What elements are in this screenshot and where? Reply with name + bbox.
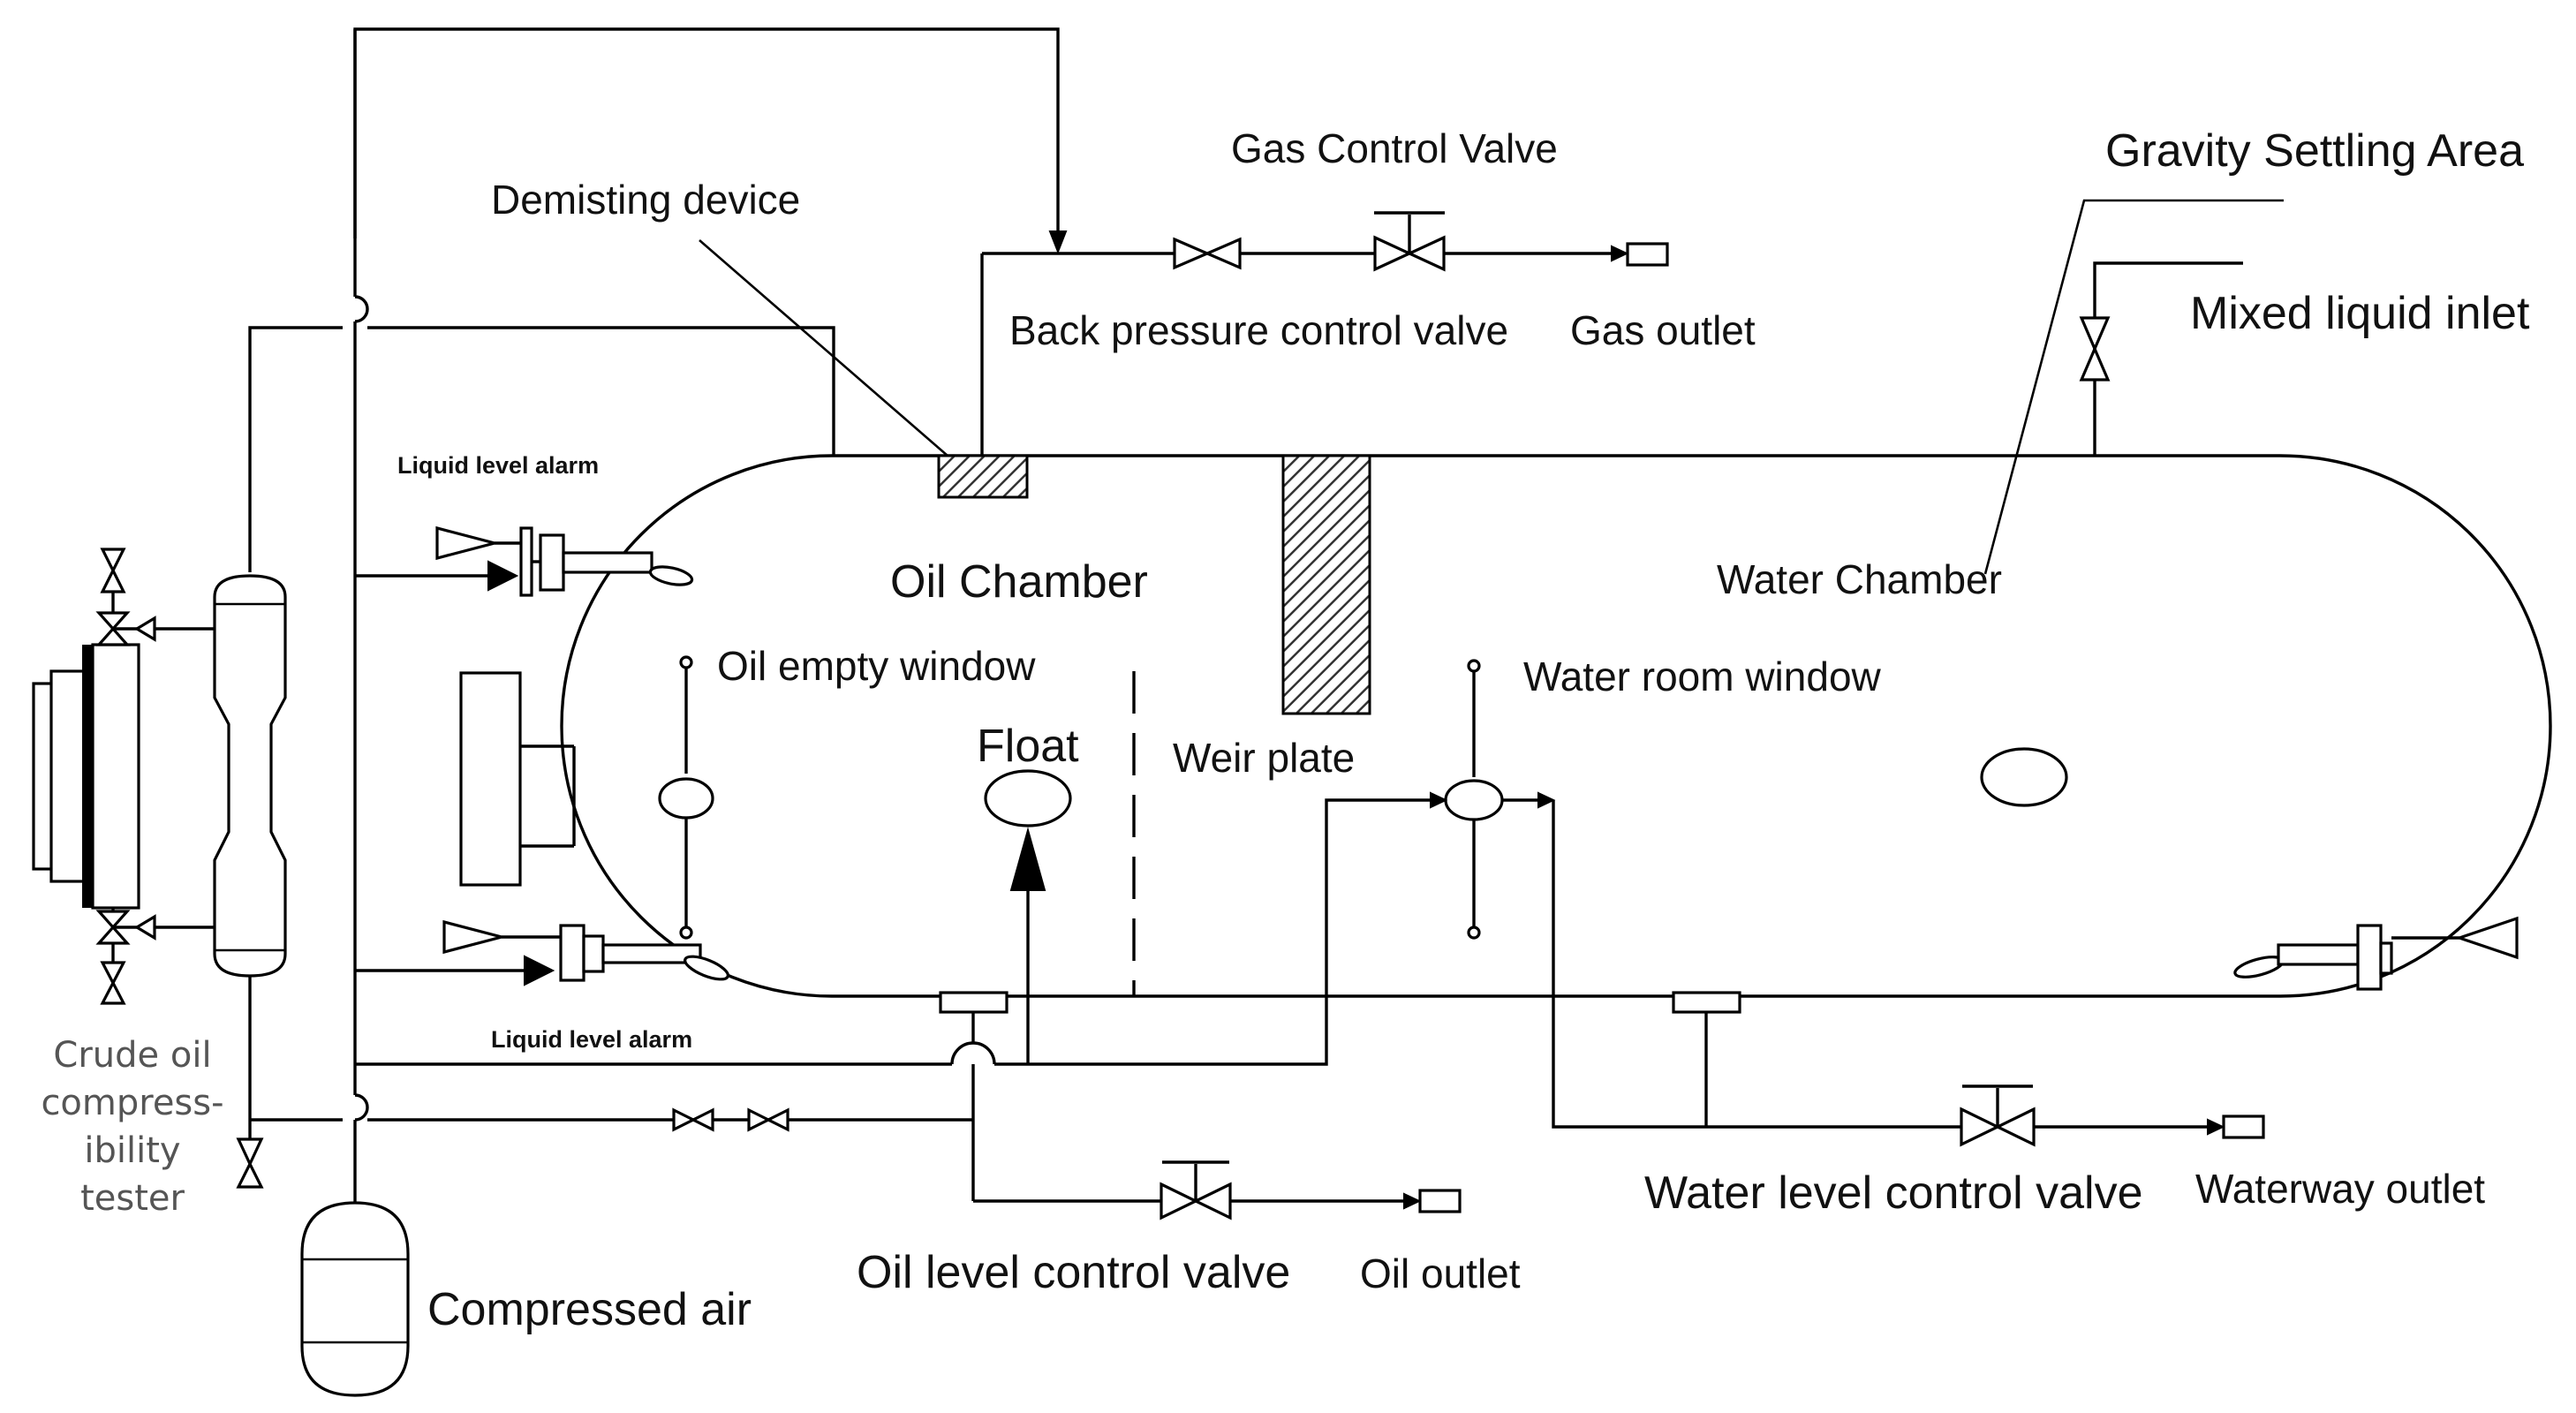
separator-vessel bbox=[560, 454, 2552, 998]
tester-top-line bbox=[248, 326, 343, 572]
label-float: Float bbox=[977, 721, 1079, 772]
label-gas-outlet: Gas outlet bbox=[1570, 307, 1756, 353]
right-level-fitting bbox=[2233, 916, 2519, 991]
oil-level-valve-symbol bbox=[1160, 1160, 1232, 1220]
air-riser bbox=[353, 29, 369, 1203]
gas-outlet-nozzle bbox=[1626, 242, 1669, 267]
svg-text:Crude oil: Crude oil bbox=[53, 1035, 211, 1076]
liquid-level-alarm-lower bbox=[355, 919, 729, 986]
liquid-level-alarm-upper bbox=[355, 525, 694, 597]
waterway-outlet-nozzle bbox=[2222, 1115, 2265, 1139]
label-demisting-device: Demisting device bbox=[491, 177, 800, 223]
label-water-room-window: Water room window bbox=[1523, 654, 1882, 699]
label-mixed-liquid-inlet: Mixed liquid inlet bbox=[2190, 288, 2530, 339]
gas-control-valve-symbol bbox=[1373, 211, 1446, 272]
demisting-device bbox=[937, 454, 1029, 499]
compressed-air-tank bbox=[300, 1201, 410, 1397]
label-compressed-air: Compressed air bbox=[427, 1284, 752, 1335]
mixed-inlet-line bbox=[2079, 261, 2243, 456]
compressibility-tester bbox=[213, 574, 287, 1189]
gravity-area-leader bbox=[1983, 199, 2284, 575]
svg-text:ibility: ibility bbox=[84, 1130, 180, 1171]
svg-text:compress-: compress- bbox=[41, 1083, 223, 1123]
oil-outlet-nozzle bbox=[1418, 1189, 1462, 1213]
oil-bottom-nozzle bbox=[939, 991, 1008, 1014]
label-gas-control-valve: Gas Control Valve bbox=[1231, 125, 1558, 171]
label-oil-outlet: Oil outlet bbox=[1360, 1251, 1521, 1296]
tester-valve-upper bbox=[95, 548, 215, 646]
label-waterway-outlet: Waterway outlet bbox=[2195, 1166, 2485, 1212]
side-box bbox=[459, 671, 576, 887]
label-liquid-level-alarm-top: Liquid level alarm bbox=[397, 452, 599, 479]
label-oil-empty-window: Oil empty window bbox=[717, 643, 1036, 689]
label-oil-chamber: Oil Chamber bbox=[890, 556, 1148, 608]
demisting-leader bbox=[699, 239, 948, 457]
label-oil-level-control-valve: Oil level control valve bbox=[857, 1247, 1290, 1298]
label-water-chamber: Water Chamber bbox=[1717, 556, 2002, 602]
tester-valve-lower bbox=[95, 910, 215, 1005]
water-level-valve-symbol bbox=[1960, 1084, 2036, 1147]
float-symbol bbox=[984, 769, 1072, 1064]
label-gravity-settling-area: Gravity Settling Area bbox=[2105, 125, 2524, 177]
svg-text:tester: tester bbox=[80, 1178, 185, 1219]
oil-empty-window-gauge bbox=[658, 655, 714, 940]
tester-gauge bbox=[32, 618, 140, 938]
back-pressure-valve-symbol bbox=[1173, 237, 1242, 270]
label-weir-plate: Weir plate bbox=[1173, 735, 1355, 781]
compressed-air-line bbox=[250, 1107, 973, 1132]
water-room-window-gauge bbox=[1444, 659, 1504, 940]
label-crude-oil-tester: Crude oil compress- ibility tester bbox=[41, 1035, 223, 1219]
label-water-level-control-valve: Water level control valve bbox=[1644, 1167, 2143, 1219]
water-bottom-nozzle bbox=[1672, 991, 1741, 1014]
label-back-pressure-control-valve: Back pressure control valve bbox=[1009, 307, 1508, 353]
weir-plate bbox=[1281, 454, 1371, 715]
label-liquid-level-alarm-bottom: Liquid level alarm bbox=[491, 1026, 692, 1053]
interface-line bbox=[1028, 791, 2208, 1129]
manhole bbox=[1980, 747, 2068, 807]
